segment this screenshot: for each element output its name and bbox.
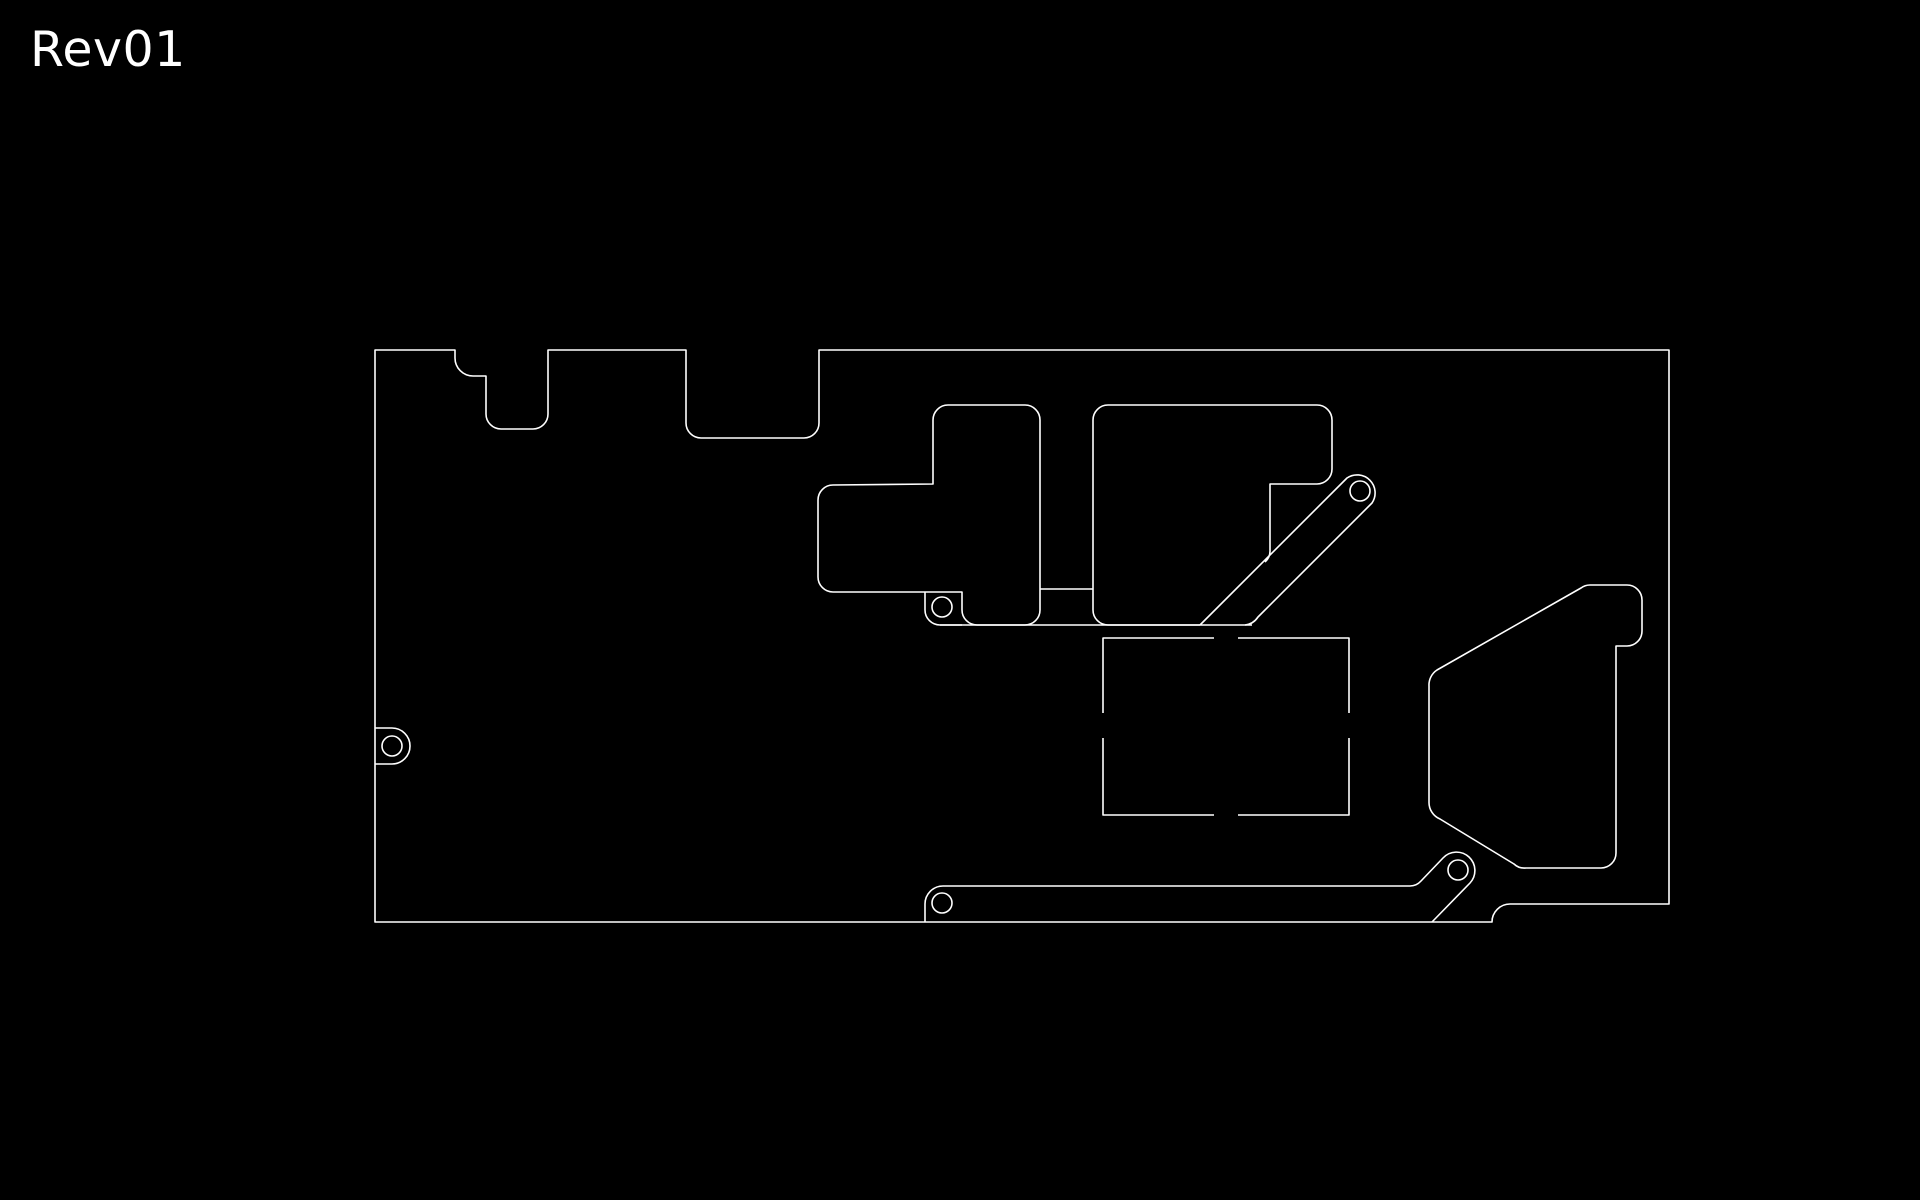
left-mount-hole-icon — [381, 735, 403, 757]
upper-right-mount-hole-icon — [1349, 480, 1371, 502]
bottom-rail — [924, 851, 1476, 923]
gpu-upper-cutout-left — [1092, 420, 1200, 626]
right-side-cutout — [1428, 584, 1643, 869]
diagonal-upper-arm — [1199, 474, 1376, 626]
revision-label: Rev01 — [30, 21, 186, 78]
upper-left-mount-hole-icon — [931, 596, 953, 618]
bottom-right-mount-hole-icon — [1447, 859, 1469, 881]
gpu-upper-cutout — [1092, 404, 1333, 563]
gpu-die-outline — [1102, 637, 1350, 816]
bottom-left-mount-hole-icon — [931, 892, 953, 914]
lower-left-mount-tab — [924, 592, 962, 626]
left-mount-tab — [375, 727, 411, 765]
board-outline — [374, 349, 1670, 923]
vrm-cutout — [817, 404, 1041, 626]
